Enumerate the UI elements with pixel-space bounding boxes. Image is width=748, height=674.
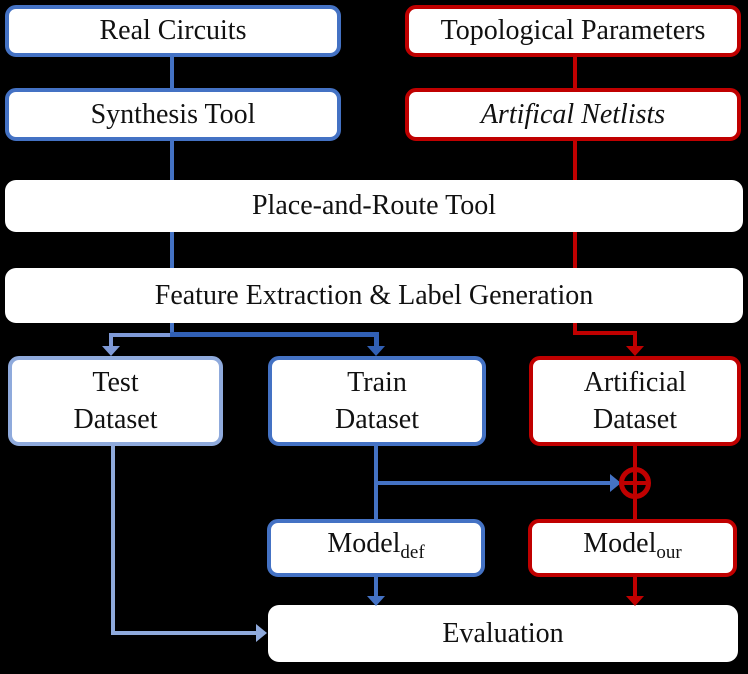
connector-test-to-evaluation-v xyxy=(111,446,115,635)
arrow-down-icon xyxy=(626,596,644,606)
arrow-down-icon xyxy=(367,596,385,606)
node-topological-parameters: Topological Parameters xyxy=(405,5,741,57)
connector-red-elbow xyxy=(573,331,637,335)
arrow-right-icon xyxy=(256,624,267,642)
node-model-our: Modelour xyxy=(528,519,737,577)
node-artificial-dataset: Artificial Dataset xyxy=(529,356,741,446)
connector-split-right xyxy=(170,332,378,337)
node-evaluation: Evaluation xyxy=(268,605,738,662)
arrow-down-icon xyxy=(102,346,120,356)
combine-vbar xyxy=(633,469,637,497)
connector-split-left xyxy=(109,333,174,337)
node-label-line1: Test xyxy=(92,367,139,398)
node-real-circuits: Real Circuits xyxy=(5,5,341,57)
node-place-and-route: Place-and-Route Tool xyxy=(5,180,743,232)
node-label: Place-and-Route Tool xyxy=(251,190,496,221)
node-label-line2: Dataset xyxy=(73,404,158,435)
combine-circle-plus-icon xyxy=(619,467,651,499)
node-label: Artifical Netlists xyxy=(480,98,666,130)
connector-red-elbow-drop xyxy=(633,331,637,347)
node-label-line1: Train xyxy=(347,367,407,398)
node-label: Real Circuits xyxy=(99,15,247,46)
arrow-down-icon xyxy=(367,346,385,356)
node-artifical-netlists: Artifical Netlists xyxy=(405,88,741,141)
connector-modeldef-to-evaluation xyxy=(374,577,378,597)
node-label: Feature Extraction & Label Generation xyxy=(154,279,594,311)
node-label-line2: Dataset xyxy=(593,404,677,435)
node-label-line2: Dataset xyxy=(335,404,419,435)
node-label: Evaluation xyxy=(442,617,564,649)
connector-modelour-to-evaluation xyxy=(633,577,637,597)
node-train-dataset: Train Dataset xyxy=(268,356,486,446)
node-model-def: Modeldef xyxy=(267,519,485,577)
node-label: Topological Parameters xyxy=(440,15,706,46)
connector-test-to-evaluation-h xyxy=(111,631,257,635)
node-feature-extraction: Feature Extraction & Label Generation xyxy=(5,268,743,323)
model-our-subscript: our xyxy=(656,541,682,563)
node-label: Synthesis Tool xyxy=(90,98,256,130)
node-label: Modelour xyxy=(583,527,682,563)
connector-split-right-drop xyxy=(374,332,379,347)
node-synthesis-tool: Synthesis Tool xyxy=(5,88,341,141)
connector-train-to-combine xyxy=(376,481,612,485)
connector-split-left-drop xyxy=(109,333,113,347)
model-def-subscript: def xyxy=(400,541,425,563)
arrow-down-icon xyxy=(626,346,644,356)
node-label: Modeldef xyxy=(327,527,425,563)
node-label-line1: Artificial xyxy=(583,367,687,398)
arrow-right-icon xyxy=(610,474,621,492)
node-test-dataset: Test Dataset xyxy=(8,356,223,446)
